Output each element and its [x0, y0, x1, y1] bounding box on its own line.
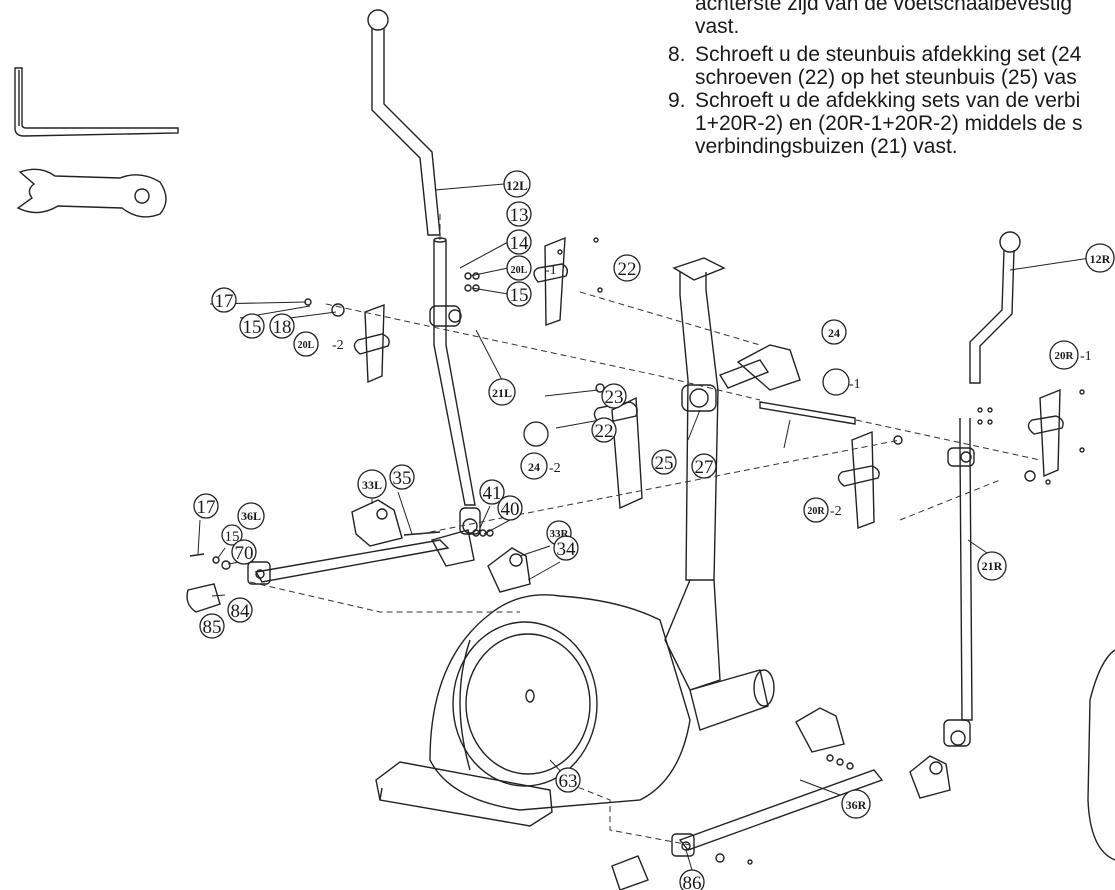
callout-27: 27	[695, 457, 714, 478]
cover-20L-2	[353, 303, 390, 384]
callout-35: 35	[393, 468, 412, 489]
callout-suffix: -2	[332, 338, 344, 353]
bracket-33L	[351, 499, 403, 547]
bolts-left	[304, 237, 603, 317]
callout-86: 86	[683, 873, 702, 890]
left-connecting-tube-21L	[429, 237, 481, 535]
callout-leaders	[197, 183, 1091, 871]
assembly-guide-lines	[249, 210, 1041, 846]
callout-18: 18	[273, 317, 292, 338]
callout-14: 14	[510, 233, 530, 254]
callout-22: 22	[618, 259, 637, 280]
callout-17: 17	[197, 497, 216, 518]
callout-84: 84	[231, 601, 251, 622]
washer	[893, 435, 903, 445]
instruction-step-8: 8. Schroeft u de steunbuis afdekking set…	[668, 43, 1115, 66]
callout-suffix: -2	[549, 461, 561, 476]
callout-15: 15	[243, 317, 262, 338]
callout-40: 40	[501, 499, 520, 520]
step-text: Schroeft u de afdekking sets van de verb…	[695, 89, 1081, 112]
callout-20R-1: 20R	[1055, 350, 1075, 362]
step-number: 9.	[668, 89, 686, 112]
callout-85: 85	[203, 617, 222, 638]
washers-40-41	[472, 529, 494, 537]
callout-34: 34	[557, 539, 577, 560]
right-connecting-tube-21R	[943, 418, 975, 747]
callout-13: 13	[510, 205, 529, 226]
bolts-right	[977, 389, 1085, 485]
callout-63: 63	[559, 771, 578, 792]
rear-stabilizer-tube	[689, 669, 775, 731]
cover-24-1	[718, 344, 801, 391]
callout-12R: 12R	[1090, 252, 1111, 266]
step-text: schroeven (22) op het steunbuis (25) vas	[695, 66, 1077, 89]
step-text: verbindingsbuizen (21) vast.	[695, 135, 958, 158]
callout-24-2: 24	[528, 460, 540, 474]
callout-21R: 21R	[982, 559, 1003, 573]
callout-20L-2: 20L	[298, 340, 315, 351]
cover-20L-1	[533, 236, 569, 326]
wrench-icon	[16, 168, 167, 218]
callout-36R: 36R	[846, 798, 867, 812]
fasteners-17-15-70	[189, 553, 231, 570]
callout-33R: 33R	[550, 528, 570, 540]
instruction-step-9: 9. Schroeft u de afdekking sets van de v…	[668, 89, 1115, 112]
callout-20L-1: 20L	[511, 265, 528, 276]
step-number: 8.	[668, 43, 686, 66]
side-tube-edge	[1087, 649, 1115, 861]
cover-20R-1	[1027, 388, 1064, 478]
instruction-line: achterste zijd van de voetschaalbevestig	[695, 0, 1073, 15]
callout-23: 23	[605, 387, 624, 408]
callout-20R-2: 20R	[807, 506, 825, 517]
step-text: 1+20R-2) en (20R-1+20R-2) middels de s	[695, 112, 1083, 135]
callout-12L: 12L	[506, 178, 528, 193]
callout-15: 15	[510, 285, 529, 306]
callout-suffix: -1	[849, 377, 861, 392]
bracket-right-lower	[795, 707, 951, 799]
cover-20R-2	[837, 430, 880, 529]
callout-circles	[193, 170, 1115, 890]
allen-key-icon	[14, 67, 179, 137]
callout-suffix: -1	[1080, 349, 1092, 364]
callout-25: 25	[655, 453, 674, 474]
end-cap-84	[186, 583, 221, 613]
callout-41: 41	[483, 483, 502, 504]
callout-22: 22	[595, 421, 614, 442]
callout-33L: 33L	[362, 478, 382, 492]
callout-36L: 36L	[241, 509, 261, 523]
right-handlebar-12R	[969, 231, 1021, 384]
front-stabilizer	[375, 761, 553, 827]
callout-24-1: 24	[828, 326, 840, 340]
callout-21L: 21L	[492, 386, 512, 400]
callout-17: 17	[215, 291, 234, 312]
cover-24-2	[593, 396, 643, 510]
left-pedal-arm-36L	[247, 529, 475, 585]
washer-23	[595, 383, 605, 393]
callout-suffix: -2	[830, 504, 842, 519]
step-text: Schroeft u de steunbuis afdekking set (2…	[695, 43, 1082, 66]
callout-70: 70	[235, 543, 254, 564]
left-handlebar-12L	[367, 9, 441, 236]
bracket-33R	[487, 547, 531, 593]
washers-right-lower	[715, 754, 854, 865]
shaft-27	[759, 401, 856, 425]
end-cap-right	[611, 855, 649, 890]
callout-15: 15	[225, 529, 240, 545]
instruction-line: vast.	[695, 15, 740, 38]
callout-suffix: -1	[545, 263, 557, 278]
instruction-text: achterste zijd van de voetschaalbevestig…	[668, 0, 1115, 158]
main-frame-housing	[429, 594, 691, 811]
